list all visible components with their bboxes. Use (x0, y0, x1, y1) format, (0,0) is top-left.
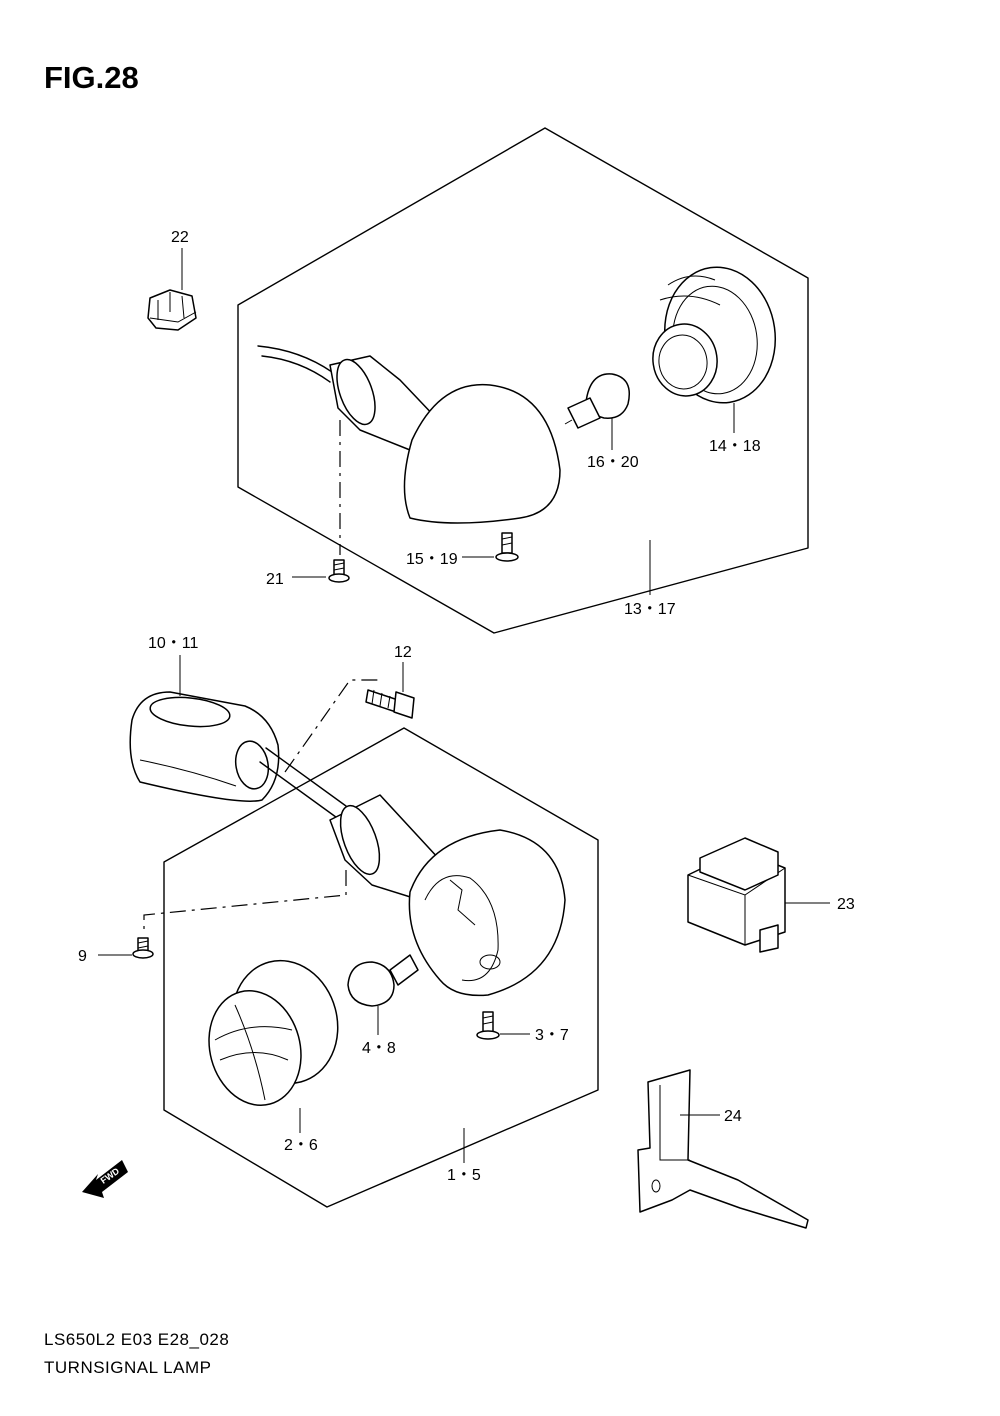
housing-part-13-17[interactable] (257, 345, 561, 524)
screw-part-9[interactable] (132, 937, 154, 959)
bracket-plate-part-24[interactable] (637, 1069, 809, 1229)
screw-part-21[interactable] (328, 559, 350, 583)
lower-assembly-outline (163, 727, 599, 1208)
bulb-part-4-8[interactable] (347, 954, 419, 1007)
callout-10-11: 10・11 (148, 635, 199, 652)
lens-part-2-6[interactable] (197, 949, 352, 1116)
callout-12: 12 (394, 644, 412, 661)
callout-4-8: 4・8 (362, 1040, 396, 1057)
callout-16-20: 16・20 (587, 454, 639, 471)
lens-part-14-18[interactable] (648, 260, 784, 410)
callout-9: 9 (78, 948, 87, 965)
callout-24: 24 (724, 1108, 742, 1125)
bracket-cover-part-10-11[interactable] (129, 691, 280, 802)
lamp-body-part-1-5[interactable] (329, 794, 566, 997)
fwd-direction-arrow: FWD (82, 1160, 128, 1198)
diagram-code: LS650L2 E03 E28_028 (44, 1330, 230, 1349)
bulb-part-16-20[interactable] (564, 373, 630, 429)
wire-clamp-part-22[interactable] (147, 289, 197, 331)
upper-assembly-outline (237, 127, 809, 634)
callout-13-17: 13・17 (624, 601, 676, 618)
callout-21: 21 (266, 571, 284, 588)
callout-2-6: 2・6 (284, 1137, 318, 1154)
callout-23: 23 (837, 896, 855, 913)
screw-part-15-19[interactable] (495, 532, 519, 562)
screw-part-3-7[interactable] (476, 1011, 500, 1040)
callout-14-18: 14・18 (709, 438, 761, 455)
callout-3-7: 3・7 (535, 1027, 569, 1044)
figure-title: FIG.28 (44, 60, 139, 95)
callout-1-5: 1・5 (447, 1167, 481, 1184)
diagram-caption: TURNSIGNAL LAMP (44, 1358, 212, 1377)
callout-22: 22 (171, 229, 189, 246)
relay-part-23[interactable] (687, 837, 786, 953)
bolt-part-12[interactable] (365, 689, 415, 719)
callout-15-19: 15・19 (406, 551, 458, 568)
